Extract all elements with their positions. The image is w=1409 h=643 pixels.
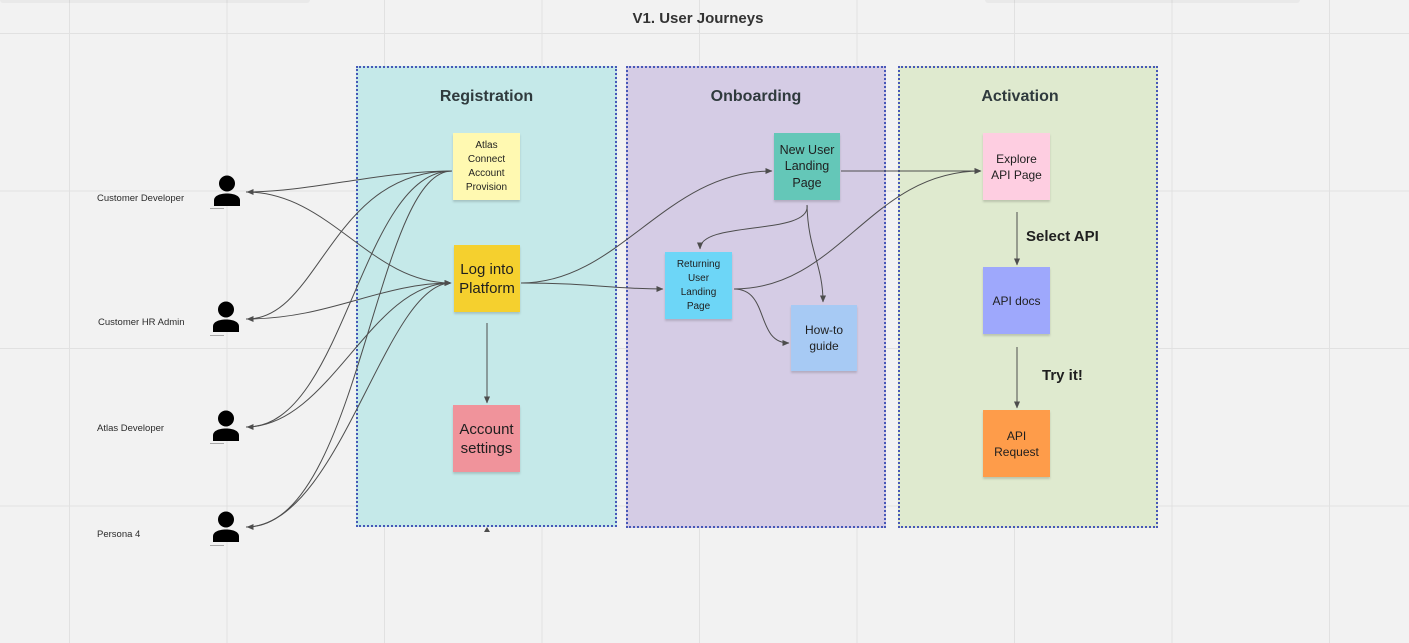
sticky-note-text: Returning User Landing Page	[676, 258, 721, 312]
sticky-note-text: Explore API Page	[991, 151, 1042, 182]
sticky-note-text: API Request	[994, 428, 1039, 459]
frame-title-onboarding[interactable]: Onboarding	[710, 88, 802, 105]
sticky-note-atlas-connect-account-provision[interactable]: Atlas Connect Account Provision	[453, 133, 520, 200]
frame-onboarding[interactable]: Onboarding New User Landing Page Returni…	[626, 66, 886, 528]
board-title[interactable]: V1. User Journeys	[632, 10, 764, 27]
sticky-note-text: Atlas Connect Account Provision	[465, 139, 508, 193]
frame-title-activation[interactable]: Activation	[981, 88, 1059, 105]
connector-arrowhead-stub	[484, 527, 490, 532]
sticky-note-text: Account settings	[459, 420, 514, 457]
sticky-note-api-docs[interactable]: API docs	[983, 267, 1050, 334]
frame-title-registration[interactable]: Registration	[439, 88, 534, 105]
person-icon[interactable]	[212, 301, 240, 333]
persona-label-customer-hr-admin[interactable]: Customer HR Admin	[98, 317, 185, 328]
frame-activation[interactable]: Activation Explore API Page API docs API…	[898, 66, 1158, 528]
persona-caption-mark	[210, 545, 224, 546]
persona-caption-mark	[210, 335, 224, 336]
sticky-note-explore-api-page[interactable]: Explore API Page	[983, 133, 1050, 200]
sticky-note-new-user-landing-page[interactable]: New User Landing Page	[774, 133, 840, 200]
persona-label-atlas-developer[interactable]: Atlas Developer	[97, 423, 165, 434]
person-icon[interactable]	[213, 175, 241, 207]
sticky-note-log-into-platform[interactable]: Log into Platform	[454, 245, 520, 312]
sticky-note-text: API docs	[992, 293, 1041, 308]
person-icon[interactable]	[212, 511, 240, 543]
sticky-note-api-request[interactable]: API Request	[983, 410, 1050, 477]
frame-registration[interactable]: Registration Atlas Connect Account Provi…	[356, 66, 617, 527]
sticky-note-text: New User Landing Page	[779, 142, 835, 190]
sticky-note-account-settings[interactable]: Account settings	[453, 405, 520, 472]
label-select-api[interactable]: Select API	[1026, 228, 1099, 245]
offscreen-toolbar-edge	[985, 0, 1300, 3]
sticky-note-how-to-guide[interactable]: How-to guide	[791, 305, 857, 371]
persona-caption-mark	[210, 208, 224, 209]
persona-label-customer-developer[interactable]: Customer Developer	[97, 193, 185, 204]
person-icon[interactable]	[212, 410, 240, 442]
persona-caption-mark	[210, 443, 224, 444]
sticky-note-returning-user-landing-page[interactable]: Returning User Landing Page	[665, 252, 732, 319]
sticky-note-text: Log into Platform	[459, 260, 515, 297]
label-try-it[interactable]: Try it!	[1042, 367, 1083, 384]
sticky-note-text: How-to guide	[804, 323, 843, 353]
offscreen-toolbar-edge	[0, 0, 310, 3]
persona-label-persona-4[interactable]: Persona 4	[97, 529, 141, 540]
